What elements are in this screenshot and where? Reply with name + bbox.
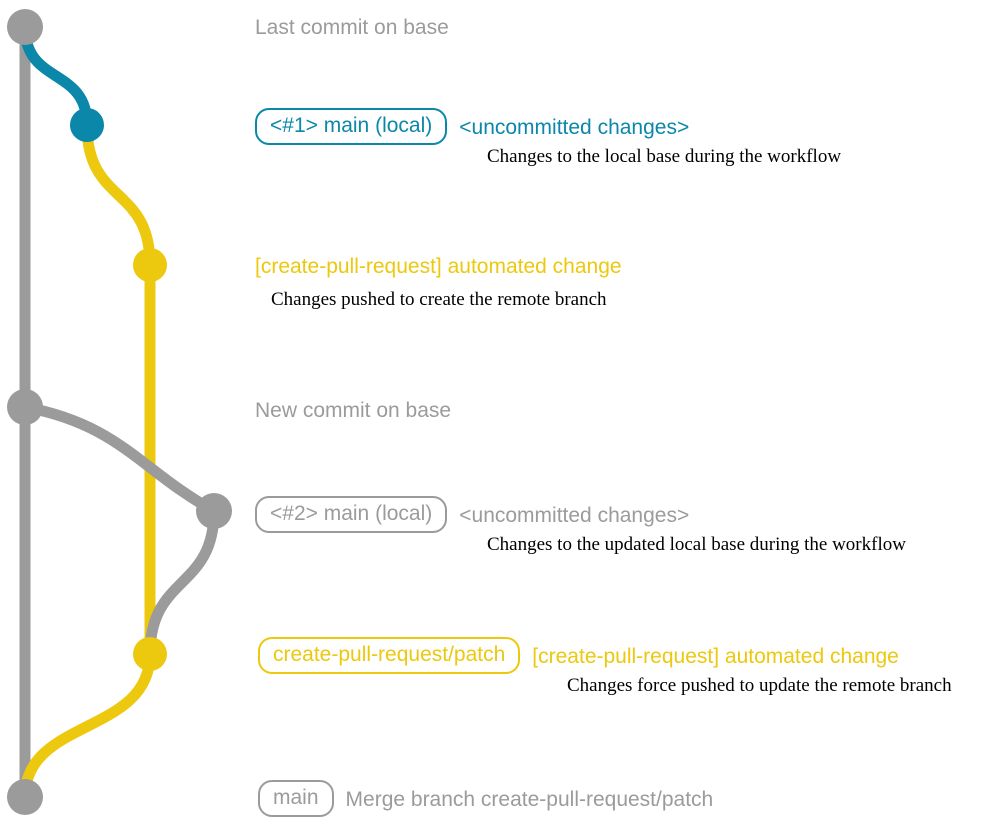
commit-message: [create-pull-request] automated change bbox=[255, 255, 622, 278]
commit-description: Changes to the updated local base during… bbox=[487, 534, 906, 555]
graph-edge-e-teal-yellow bbox=[81, 119, 156, 271]
commit-node-n4[interactable] bbox=[7, 389, 43, 425]
commit-node-n2[interactable] bbox=[70, 108, 104, 142]
graph-edge-e-local2-yel bbox=[144, 505, 220, 660]
branch-ref-pill[interactable]: create-pull-request/patch bbox=[258, 637, 521, 674]
commit-description: Changes force pushed to update the remot… bbox=[567, 675, 952, 696]
label-row-row-5: <#2> main (local) <uncommitted changes> bbox=[255, 496, 689, 533]
commit-message: Last commit on base bbox=[255, 16, 449, 39]
graph-edge-e-base-local2 bbox=[19, 401, 220, 517]
commit-node-n3[interactable] bbox=[133, 248, 167, 282]
branch-ref-pill[interactable]: main bbox=[258, 780, 334, 817]
label-row-row-4: New commit on base bbox=[255, 396, 451, 426]
label-row-row-2: <#1> main (local) <uncommitted changes> bbox=[255, 108, 689, 145]
commit-node-n7[interactable] bbox=[7, 779, 43, 815]
commit-message: <uncommitted changes> bbox=[459, 504, 690, 527]
label-row-row-3: [create-pull-request] automated change bbox=[255, 252, 622, 282]
commit-description: Changes pushed to create the remote bran… bbox=[271, 289, 607, 310]
label-row-row-7: main Merge branch create-pull-request/pat… bbox=[258, 780, 713, 817]
commit-message: <uncommitted changes> bbox=[459, 116, 690, 139]
label-row-row-6: create-pull-request/patch [create-pull-re… bbox=[258, 637, 899, 674]
graph-edge-e-yellow-merge bbox=[19, 648, 156, 803]
commit-description: Changes to the local base during the wor… bbox=[487, 146, 842, 167]
label-row-row-1: Last commit on base bbox=[255, 13, 449, 43]
commit-message: Merge branch create-pull-request/patch bbox=[345, 788, 714, 811]
commit-node-n1[interactable] bbox=[7, 9, 43, 45]
branch-ref-pill[interactable]: <#1> main (local) bbox=[255, 108, 448, 145]
graph-nodes bbox=[7, 9, 232, 815]
commit-message: New commit on base bbox=[255, 399, 452, 422]
commit-node-n6[interactable] bbox=[133, 637, 167, 671]
commit-node-n5[interactable] bbox=[196, 493, 232, 529]
branch-ref-pill[interactable]: <#2> main (local) bbox=[255, 496, 448, 533]
commit-message: [create-pull-request] automated change bbox=[532, 645, 899, 668]
